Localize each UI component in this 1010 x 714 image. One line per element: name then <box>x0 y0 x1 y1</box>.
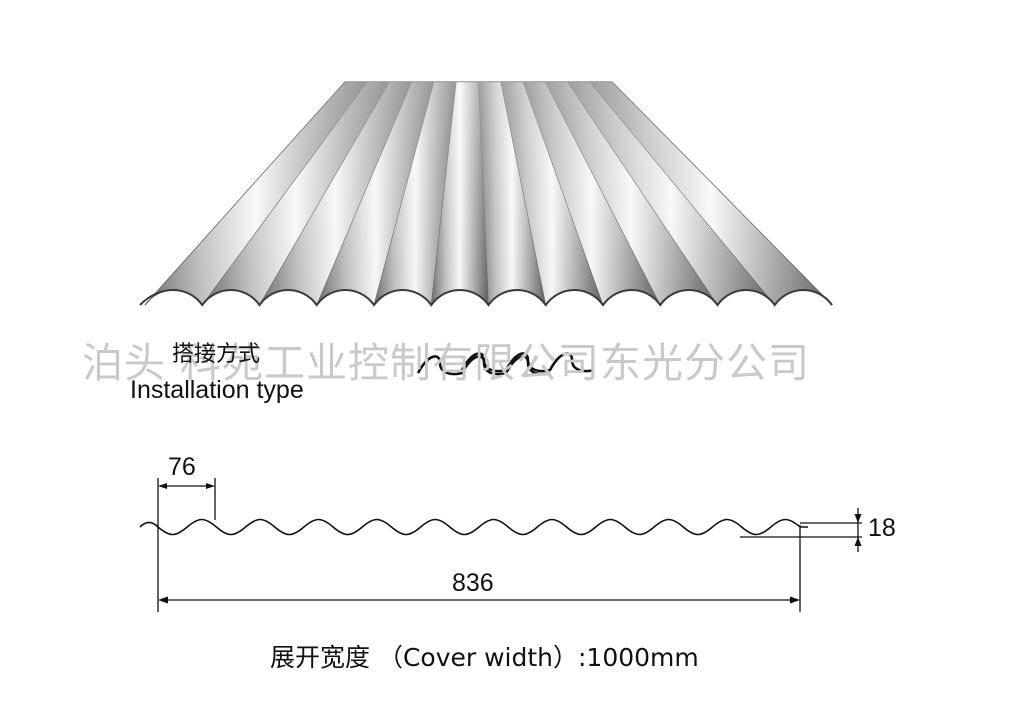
cover-span-arrow-right <box>790 596 800 604</box>
cover-span-dimension-label: 836 <box>452 569 494 597</box>
watermark-text: 泊头 科苑工业控制有限公司东光分公司 <box>82 339 811 387</box>
roof-sheet-illustration <box>139 81 833 307</box>
sheet-highlight <box>145 82 832 305</box>
overlap-sheet-upper <box>460 352 595 373</box>
profile-wave <box>139 518 808 536</box>
pitch-arrow-left <box>158 483 167 489</box>
installation-overlap-profile <box>416 352 595 376</box>
height-arrow-bottom <box>854 537 862 546</box>
pitch-dimension-label: 76 <box>168 453 196 481</box>
installation-type-label-cn: 搭接方式 <box>172 342 261 367</box>
installation-type-label-en: Installation type <box>130 376 304 404</box>
cover-span-arrow-left <box>158 596 168 604</box>
height-arrow-top <box>854 514 862 523</box>
sheet-bottom-edge <box>139 289 833 307</box>
pitch-arrow-right <box>206 483 215 489</box>
height-dimension-label: 18 <box>868 514 896 542</box>
profile-drawing <box>139 478 862 612</box>
cover-width-caption: 展开宽度 （Cover width）:1000mm <box>270 643 699 672</box>
